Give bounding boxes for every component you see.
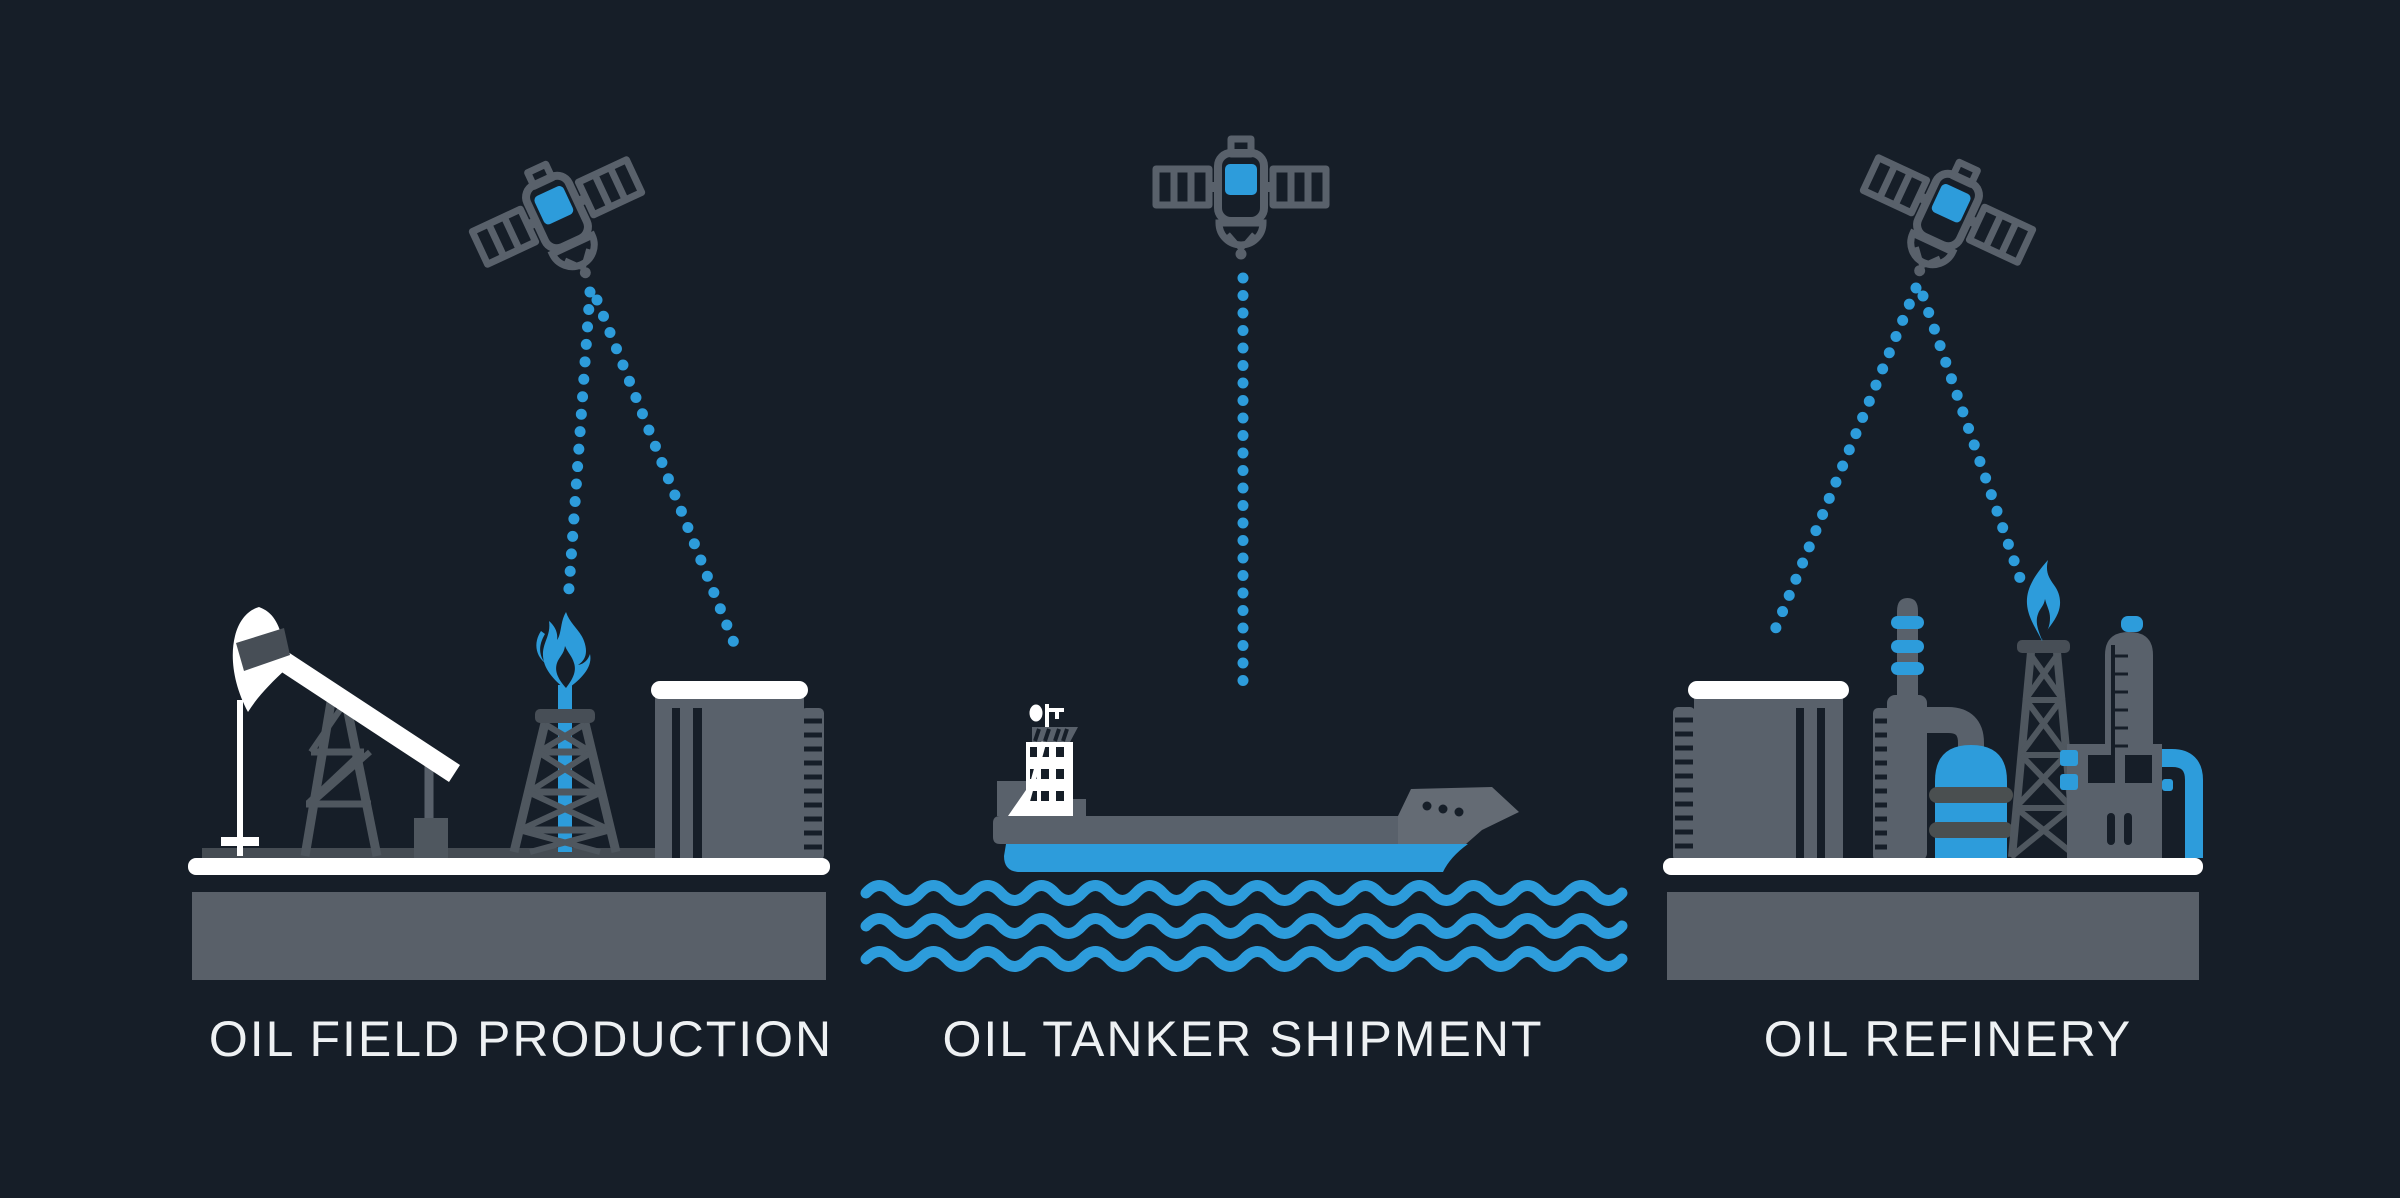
tank-ladder (1673, 707, 1695, 861)
bow-porthole (1422, 801, 1432, 811)
ship-hull (993, 816, 1455, 844)
walking-beam (242, 629, 460, 782)
horsehead-band (236, 628, 290, 671)
radar-dome-icon (1029, 704, 1043, 722)
tank-seam (693, 708, 702, 858)
building-window (2125, 755, 2152, 783)
signal-beam-icon (562, 272, 2026, 696)
chimney-ring (1891, 616, 1924, 629)
derrick-lattice (509, 721, 621, 855)
column-ladder (2111, 645, 2128, 762)
satellite-icon (1840, 131, 2045, 312)
tank-ladder (801, 708, 824, 860)
tank-cap (651, 681, 808, 699)
bow-porthole (1454, 807, 1464, 817)
tall-column (2105, 632, 2153, 770)
distillation-column-icon (1873, 598, 1984, 861)
tank-seam (672, 708, 680, 858)
satellite-icon (1156, 139, 1326, 260)
chimney-ring (1891, 662, 1924, 675)
soil-block (1667, 892, 2199, 980)
satellite-icon (460, 133, 665, 314)
storage-tank-icon (1673, 681, 1849, 861)
ship-mast (1029, 704, 1064, 727)
pipeline-stub (2060, 774, 2078, 790)
ship-upper-deck (1032, 727, 1078, 742)
scene-oil-field-production: OIL FIELD PRODUCTION (188, 607, 833, 1067)
ground-platform (188, 858, 830, 875)
process-pipe (1920, 707, 1984, 756)
flare-platform (2017, 640, 2070, 653)
bow-porthole (1438, 804, 1448, 814)
pipeline-stub (2060, 750, 2078, 766)
building-vent (2124, 813, 2132, 845)
ground-platform (1663, 858, 2203, 875)
scene-label: OIL TANKER SHIPMENT (942, 1011, 1543, 1067)
refinery-building-icon (2060, 616, 2162, 862)
tank-cap (1688, 681, 1849, 699)
oil-tanker-ship-icon (993, 704, 1519, 872)
soil-block (192, 892, 826, 980)
pipeline-icon (2162, 749, 2203, 858)
derrick-crown-platform (535, 709, 595, 723)
chimney-ring (1891, 640, 1924, 653)
gas-flare-derrick-icon (509, 612, 621, 855)
ship-bridge (1008, 741, 1073, 816)
scene-oil-refinery: OIL REFINERY (1663, 560, 2203, 1067)
building-window (2088, 755, 2115, 783)
vessel-band (1929, 822, 2013, 838)
oil-storage-tank-icon (651, 681, 824, 861)
sea-waves-icon (866, 886, 1622, 967)
counterweight-box (414, 818, 448, 858)
tank-seam (1796, 708, 1804, 858)
wellhead-crossbar (221, 837, 259, 846)
vessel-band (1929, 787, 2013, 803)
pumpjack-icon (221, 607, 460, 858)
tank-seam (1817, 708, 1825, 858)
building-vent (2107, 813, 2115, 845)
ship-waterline-hull (1004, 844, 1468, 872)
scene-label: OIL FIELD PRODUCTION (209, 1011, 833, 1067)
column-body (1887, 695, 1927, 861)
flare-flame-icon (536, 612, 591, 690)
pressure-vessel-icon (1929, 745, 2013, 861)
scene-label: OIL REFINERY (1764, 1011, 2133, 1067)
scene-oil-tanker-shipment: OIL TANKER SHIPMENT (866, 704, 1622, 1067)
flare-flame-icon (2026, 560, 2061, 641)
column-cap (2121, 616, 2143, 632)
